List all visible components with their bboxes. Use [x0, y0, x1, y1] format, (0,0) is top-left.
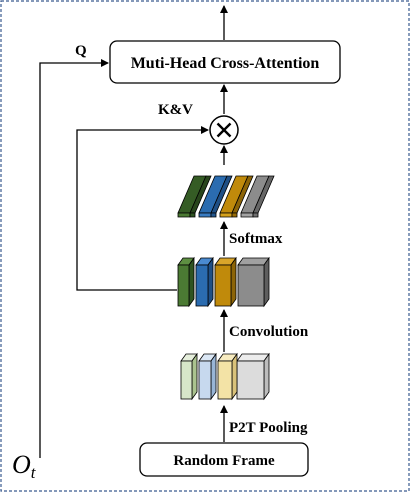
conv-block-gold — [214, 256, 237, 308]
conv-block-blue — [195, 256, 214, 308]
softmax-slab-gold — [219, 175, 254, 218]
random-frame-label: Random Frame — [173, 453, 275, 469]
ot-label: Ot — [12, 450, 37, 482]
pool-block-blue — [198, 352, 217, 401]
conv-block-green — [177, 256, 195, 308]
softmax-label: Softmax — [229, 231, 283, 247]
random-frame-box — [139, 442, 309, 477]
multiply-node — [209, 115, 239, 145]
pool-block-green — [180, 352, 198, 401]
softmax-slab-blue — [198, 175, 233, 218]
pool-block-gold — [217, 352, 238, 401]
attention-box — [109, 40, 341, 84]
pool-block-gray — [236, 352, 270, 401]
pooled-feature-blocks — [180, 352, 270, 401]
ot-subscript: t — [31, 463, 37, 482]
p2t-pooling-label: P2T Pooling — [229, 420, 308, 436]
conv-block-gray — [237, 256, 270, 308]
softmax-slabs — [177, 175, 275, 218]
ot-main: O — [12, 450, 31, 479]
q-label: Q — [75, 43, 87, 59]
softmax-slab-green — [177, 175, 212, 218]
attention-label: Muti-Head Cross-Attention — [131, 55, 320, 72]
multiply-cross-b — [216, 122, 232, 138]
kv-label: K&V — [158, 102, 193, 118]
conv-feature-blocks — [177, 256, 270, 308]
softmax-slab-gray — [240, 175, 275, 218]
q-path — [39, 59, 109, 458]
feedback-path — [76, 126, 209, 291]
convolution-label: Convolution — [229, 324, 309, 340]
